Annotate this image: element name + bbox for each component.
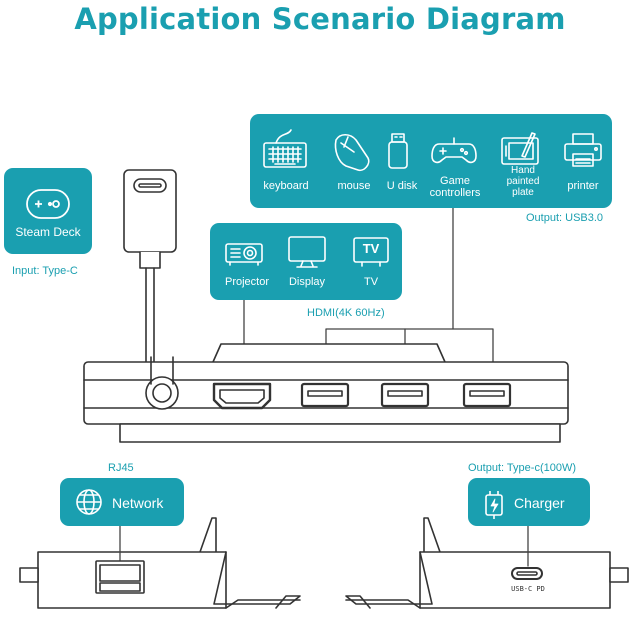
rj45-caption: RJ45 — [108, 462, 134, 474]
input-caption: Input: Type-C — [12, 265, 78, 277]
input-panel — [4, 168, 92, 254]
hub-side-network — [19, 517, 301, 609]
hdmi-port — [212, 382, 272, 410]
network-label: Network — [112, 495, 164, 511]
charger-panel — [468, 478, 590, 526]
hdmi-device-label-projector: Projector — [224, 276, 270, 288]
tv-icon-glyph: TV — [362, 241, 380, 256]
mouse-icon — [334, 133, 370, 172]
hub-side-charger — [345, 517, 629, 609]
projector-icon — [225, 243, 263, 266]
monitor-icon — [288, 236, 326, 268]
usb-output-panel — [250, 114, 612, 208]
hdmi-output-caption: HDMI(4K 60Hz) — [307, 307, 385, 319]
keyboard-icon — [263, 129, 307, 168]
type-c-cable — [123, 169, 177, 381]
usb-device-label-keyboard: keyboard — [263, 180, 309, 192]
usb-device-label-printer: printer — [567, 180, 599, 192]
usb-device-label-mouse: mouse — [337, 180, 371, 192]
drawing-tablet-icon — [501, 132, 539, 165]
usb-output-caption: Output: USB3.0 — [526, 212, 604, 224]
usb-ports — [300, 382, 512, 408]
charger-label: Charger — [514, 495, 565, 511]
page-title: Application Scenario Diagram — [74, 2, 566, 36]
hdmi-device-label-display: Display — [288, 276, 326, 288]
usb-device-label-udisk: U disk — [386, 180, 418, 192]
tv-icon — [353, 237, 389, 267]
usb-c-pd-port-label: USB-C PD — [511, 585, 545, 593]
game-controller-icon — [431, 137, 477, 164]
steam-deck-label: Steam Deck — [15, 225, 81, 239]
charger-caption: Output: Type-c(100W) — [468, 462, 577, 474]
hdmi-device-label-tv: TV — [363, 276, 379, 288]
printer-icon — [564, 133, 602, 167]
usb-drive-icon — [388, 133, 408, 169]
usb-device-label-game-controllers: Game controllers — [429, 175, 481, 199]
usb-device-label-hand-painted-plate: Hand painted plate — [506, 165, 540, 198]
